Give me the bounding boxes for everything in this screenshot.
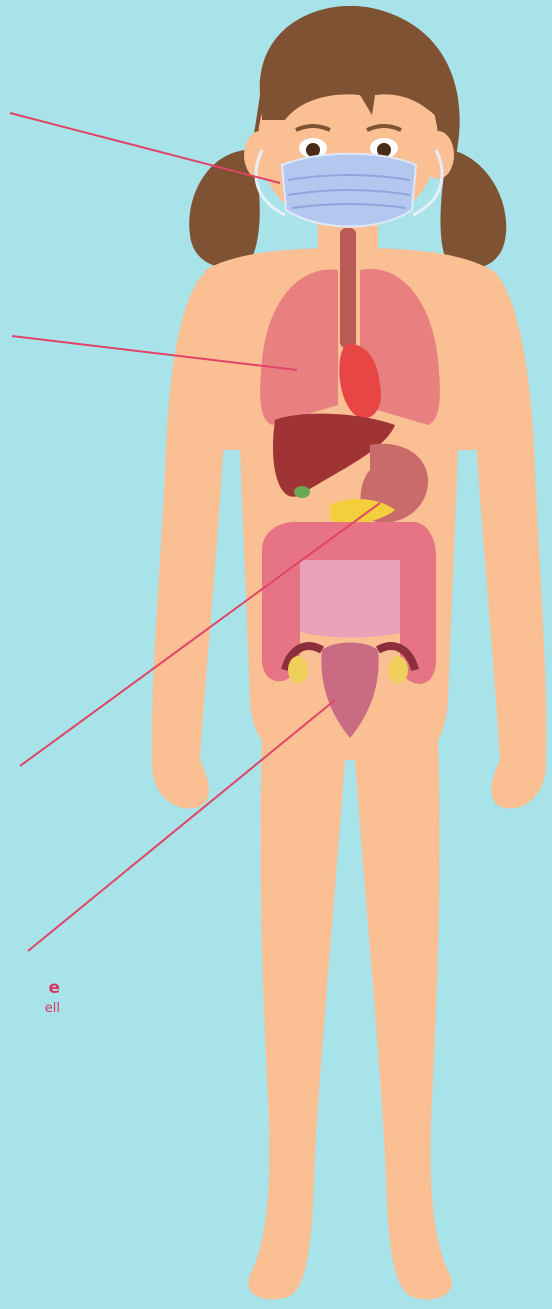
small-intestine <box>295 547 412 638</box>
left-ovary <box>288 656 308 684</box>
callout-line-mask <box>10 113 280 183</box>
callout-label-reproductive: e <box>0 978 60 998</box>
callout-sublabel-reproductive: ell <box>0 1001 60 1017</box>
trachea <box>340 228 356 348</box>
right-ovary <box>388 656 408 684</box>
gallbladder <box>294 486 310 498</box>
